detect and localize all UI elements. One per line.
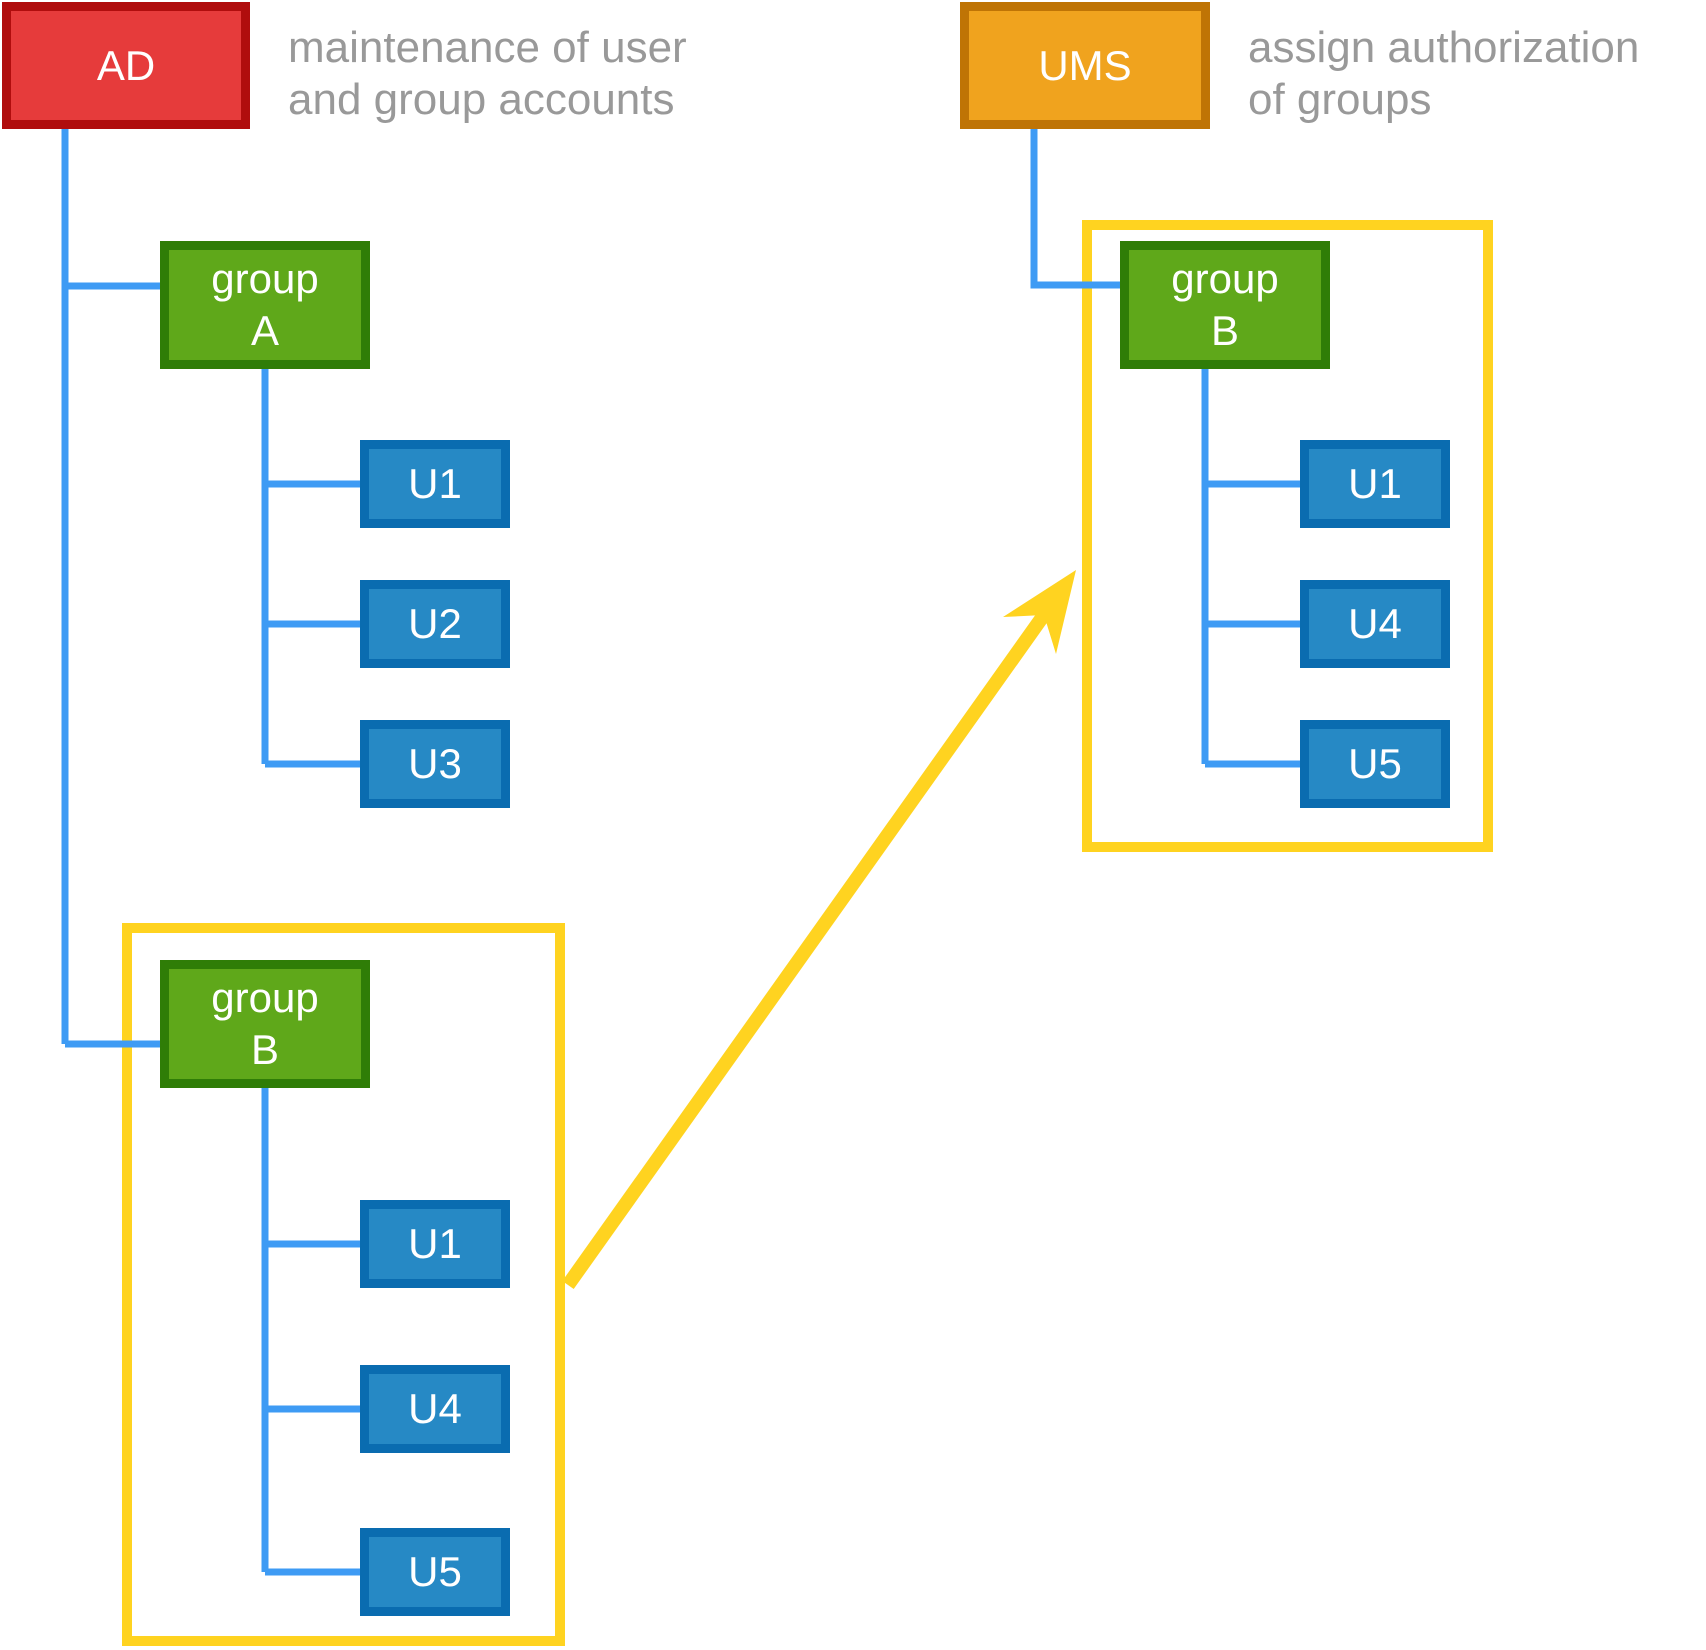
group-label: group xyxy=(1171,255,1279,302)
user-label: U1 xyxy=(408,460,462,507)
user-box: U1 xyxy=(360,1200,510,1288)
group-label: B xyxy=(1210,307,1239,354)
user-box: U4 xyxy=(360,1365,510,1453)
group-b-target-container xyxy=(1082,220,1493,852)
group-label: group xyxy=(211,974,319,1021)
caption-line: of groups xyxy=(1248,75,1432,124)
group-label: A xyxy=(250,307,279,354)
user-label: U5 xyxy=(1348,740,1402,787)
group-b-target-box: group B xyxy=(1120,241,1330,369)
ad-label: AD xyxy=(96,41,156,89)
ums-label: UMS xyxy=(1038,41,1132,89)
user-box: U2 xyxy=(360,580,510,668)
sync-arrow xyxy=(562,570,1076,1290)
user-box: U1 xyxy=(360,440,510,528)
user-label: U1 xyxy=(408,1220,462,1267)
ad-caption: maintenance of user and group accounts xyxy=(288,22,687,126)
ad-box: AD xyxy=(2,2,250,129)
caption-line: assign authorization xyxy=(1248,23,1640,72)
group-label: B xyxy=(250,1026,279,1073)
caption-line: and group accounts xyxy=(288,75,675,124)
user-box: U4 xyxy=(1300,580,1450,668)
ums-box: UMS xyxy=(960,2,1210,129)
user-label: U4 xyxy=(1348,600,1402,647)
group-b-source-container xyxy=(122,923,565,1646)
user-label: U4 xyxy=(408,1385,462,1432)
sync-arrow-shaft xyxy=(562,607,1052,1290)
user-box: U1 xyxy=(1300,440,1450,528)
sync-arrow-head-icon xyxy=(1003,570,1076,654)
group-b-source-box: group B xyxy=(160,960,370,1088)
user-label: U3 xyxy=(408,740,462,787)
group-a-box: group A xyxy=(160,241,370,369)
user-box: U5 xyxy=(1300,720,1450,808)
user-box: U3 xyxy=(360,720,510,808)
caption-line: maintenance of user xyxy=(288,23,687,72)
group-label: group xyxy=(211,255,319,302)
user-box: U5 xyxy=(360,1528,510,1616)
blue-connectors xyxy=(61,128,1303,1576)
user-label: U1 xyxy=(1348,460,1402,507)
ums-caption: assign authorization of groups xyxy=(1248,22,1639,126)
connector-line xyxy=(1030,128,1123,289)
user-label: U5 xyxy=(408,1548,462,1595)
user-label: U2 xyxy=(408,600,462,647)
